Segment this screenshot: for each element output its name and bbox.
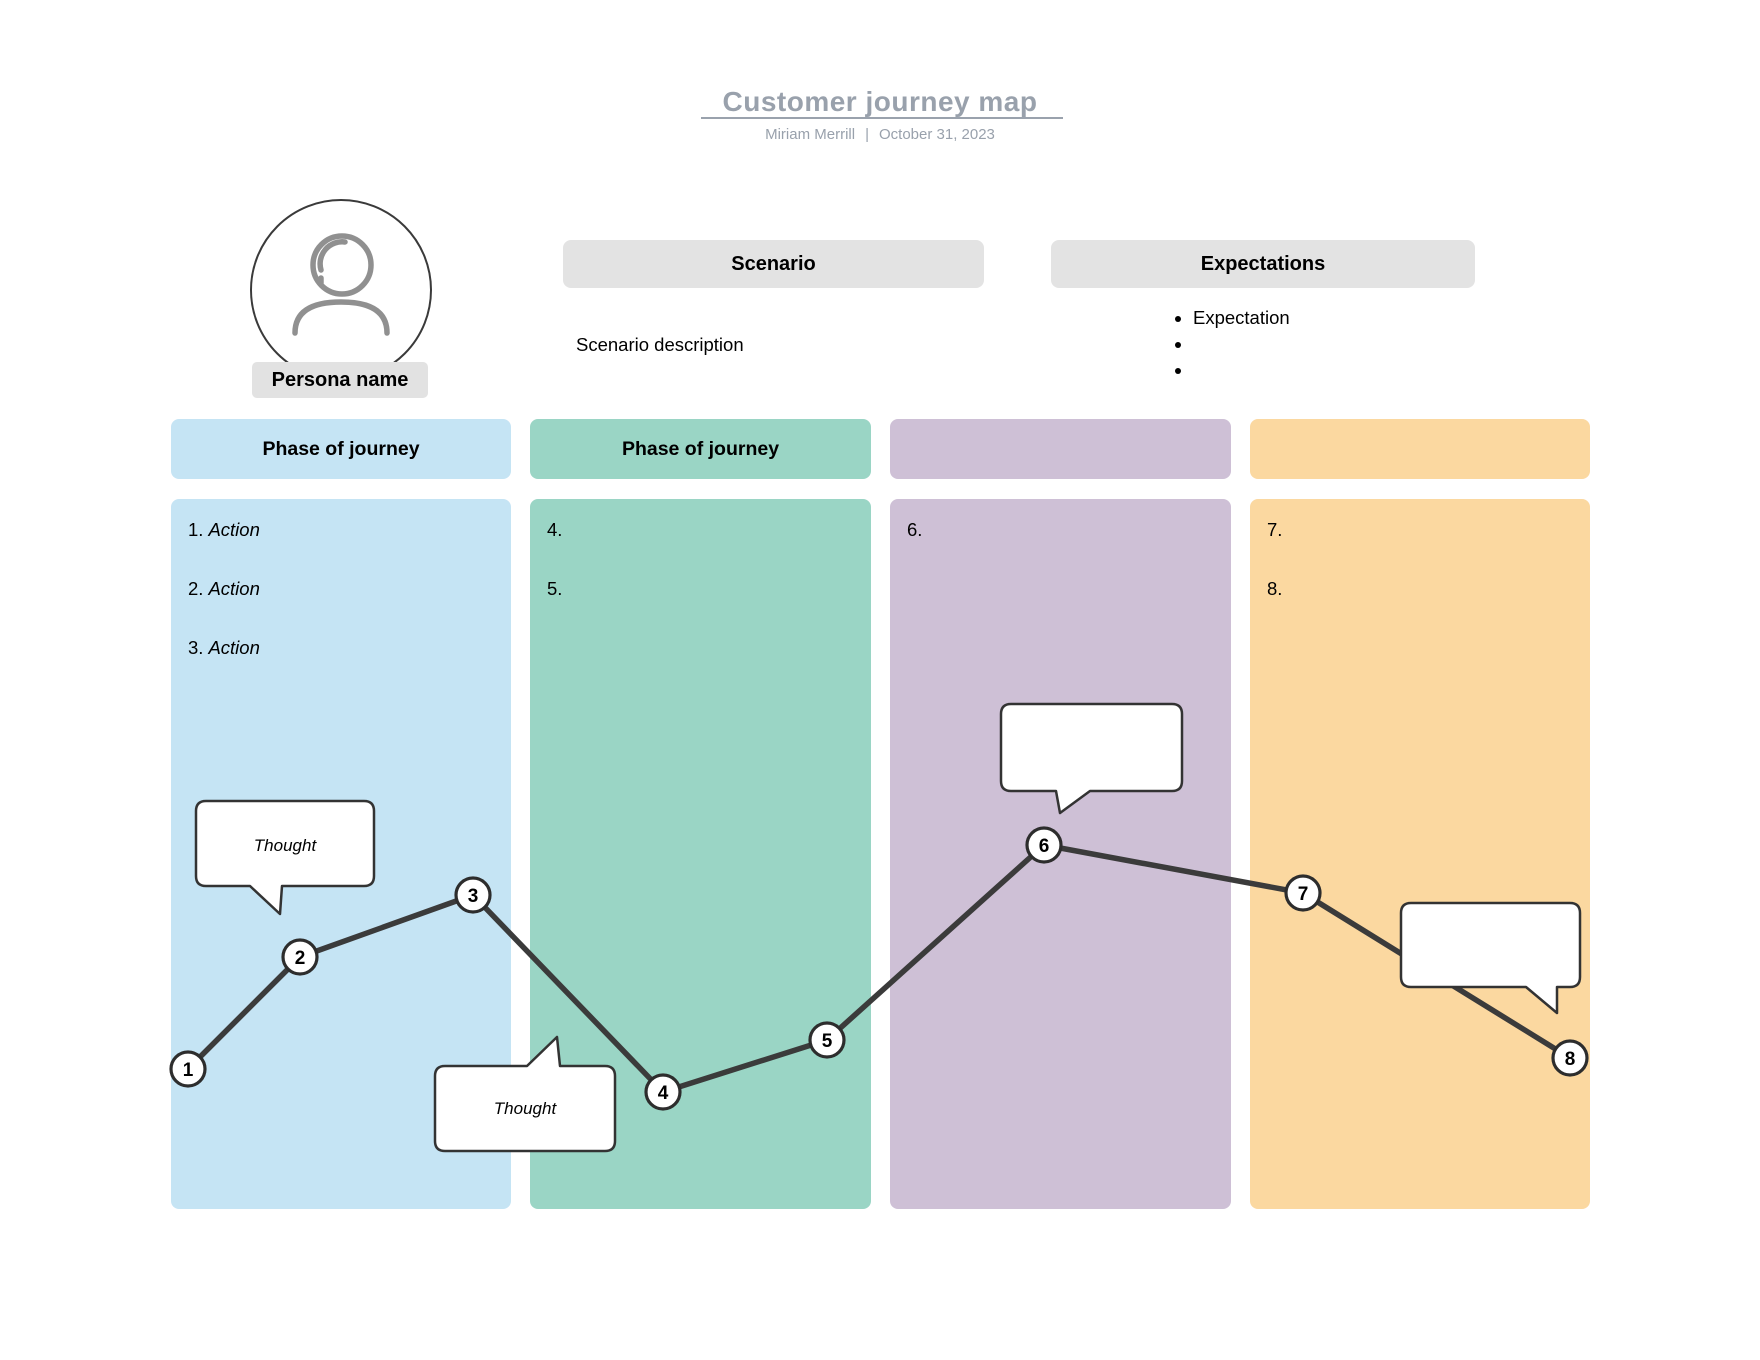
byline-separator: | <box>865 126 869 143</box>
phase-column-2-header[interactable]: Phase of journey <box>530 419 871 479</box>
persona-avatar-icon[interactable] <box>249 198 433 382</box>
journey-node-4[interactable] <box>644 1073 682 1111</box>
byline: Miriam Merrill | October 31, 2023 <box>0 126 1760 143</box>
journey-node-label: 8 <box>1565 1049 1576 1070</box>
journey-node-label: 7 <box>1298 884 1309 905</box>
expectations-header-bar[interactable]: Expectations <box>1051 240 1475 288</box>
journey-node-6[interactable] <box>1025 826 1063 864</box>
journey-line[interactable] <box>185 842 1573 1095</box>
phase-column-3-panel[interactable]: 6. <box>890 499 1231 1209</box>
action-item[interactable]: 4. <box>547 519 563 540</box>
journey-node-label: 5 <box>822 1031 833 1052</box>
avatar-shoulders-icon <box>292 299 390 336</box>
page-title[interactable]: Customer journey map <box>722 86 1038 117</box>
author-name: Miriam Merrill <box>765 126 856 143</box>
journey-node-label: 1 <box>183 1060 194 1081</box>
action-item[interactable]: 2.Action <box>188 578 260 599</box>
action-item[interactable]: 1.Action <box>188 519 260 540</box>
speech-bubble-empty-2[interactable] <box>1399 901 1582 1015</box>
phase-column-4-header[interactable] <box>1250 419 1590 479</box>
journey-node-5[interactable] <box>808 1021 846 1059</box>
speech-bubble-thought-2[interactable] <box>433 1035 617 1153</box>
action-item[interactable]: 6. <box>907 519 923 540</box>
journey-node-2[interactable] <box>281 938 319 976</box>
journey-node-label: 4 <box>658 1083 669 1104</box>
journey-node-7[interactable] <box>1284 874 1322 912</box>
action-item[interactable]: 3.Action <box>188 637 260 658</box>
journey-node-1[interactable] <box>169 1050 207 1088</box>
scenario-header-bar[interactable]: Scenario <box>563 240 984 288</box>
expectation-item[interactable]: Expectation <box>1193 305 1290 331</box>
document-date: October 31, 2023 <box>878 126 995 143</box>
phase-column-3-header[interactable] <box>890 419 1231 479</box>
journey-node-label: 3 <box>468 886 479 907</box>
title-underline <box>701 117 1063 119</box>
action-item[interactable]: 7. <box>1267 519 1283 540</box>
thought-bubble-text[interactable]: Thought <box>494 1099 558 1118</box>
persona-name-label[interactable]: Persona name <box>252 362 428 398</box>
scenario-description[interactable]: Scenario description <box>576 334 744 355</box>
phase-column-1-header[interactable]: Phase of journey <box>171 419 511 479</box>
action-item[interactable]: 5. <box>547 578 563 599</box>
avatar-head-shine <box>317 239 348 273</box>
speech-bubble-thought-1[interactable] <box>194 799 376 916</box>
journey-node-label: 2 <box>295 948 306 969</box>
journey-node-8[interactable] <box>1551 1039 1589 1077</box>
expectations-list: Expectation <box>1157 305 1290 383</box>
journey-node-3[interactable] <box>454 876 492 914</box>
speech-bubble-empty-1[interactable] <box>999 702 1184 815</box>
avatar-head-icon <box>310 233 374 297</box>
journey-node-label: 6 <box>1039 836 1050 857</box>
phase-column-4-panel[interactable]: 7. 8. <box>1250 499 1590 1209</box>
action-item[interactable]: 8. <box>1267 578 1283 599</box>
thought-bubble-text[interactable]: Thought <box>254 836 318 855</box>
